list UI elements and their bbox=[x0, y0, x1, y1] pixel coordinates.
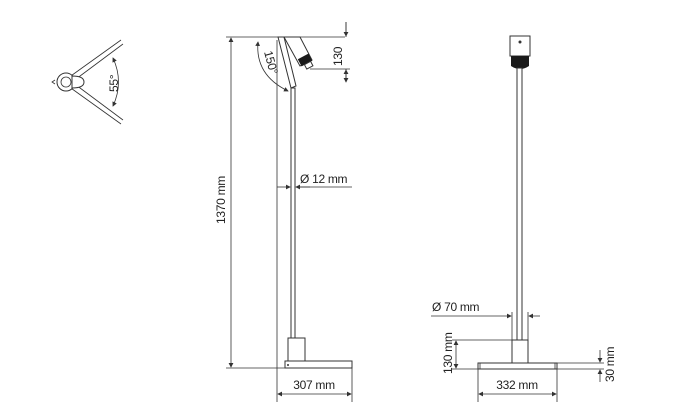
block-height-label: 130 mm bbox=[441, 332, 455, 374]
lamp-head-dark bbox=[297, 53, 313, 67]
side-view: 1370 mm 150° 130 Ø 12 mm 307 mm bbox=[214, 22, 353, 402]
head-height-label: 130 bbox=[331, 46, 345, 66]
lamp-body-top bbox=[71, 75, 85, 89]
base-block bbox=[287, 337, 306, 363]
height-label: 1370 mm bbox=[214, 176, 228, 224]
base-plate bbox=[284, 360, 353, 369]
base-width-label: 307 mm bbox=[293, 378, 335, 392]
top-view: 55° bbox=[51, 39, 124, 125]
angle-arc bbox=[112, 57, 119, 107]
base-block bbox=[511, 339, 529, 365]
base-width-label: 332 mm bbox=[496, 378, 538, 392]
tilt-arc bbox=[255, 41, 289, 92]
tilt-label: 150° bbox=[261, 49, 281, 76]
plate-height-label: 30 mm bbox=[603, 347, 617, 382]
stem bbox=[290, 87, 296, 341]
stem-diameter-label: Ø 12 mm bbox=[300, 172, 348, 186]
stem bbox=[516, 67, 523, 341]
angle-label: 55° bbox=[107, 74, 121, 92]
lamp-head-dark bbox=[511, 56, 529, 69]
beam-spread-lines bbox=[67, 39, 124, 125]
front-view: Ø 70 mm 130 mm 30 mm 332 mm bbox=[431, 35, 617, 402]
block-diameter-label: Ø 70 mm bbox=[432, 300, 480, 314]
base-plate bbox=[477, 362, 558, 370]
lamp-head-front bbox=[509, 35, 531, 57]
